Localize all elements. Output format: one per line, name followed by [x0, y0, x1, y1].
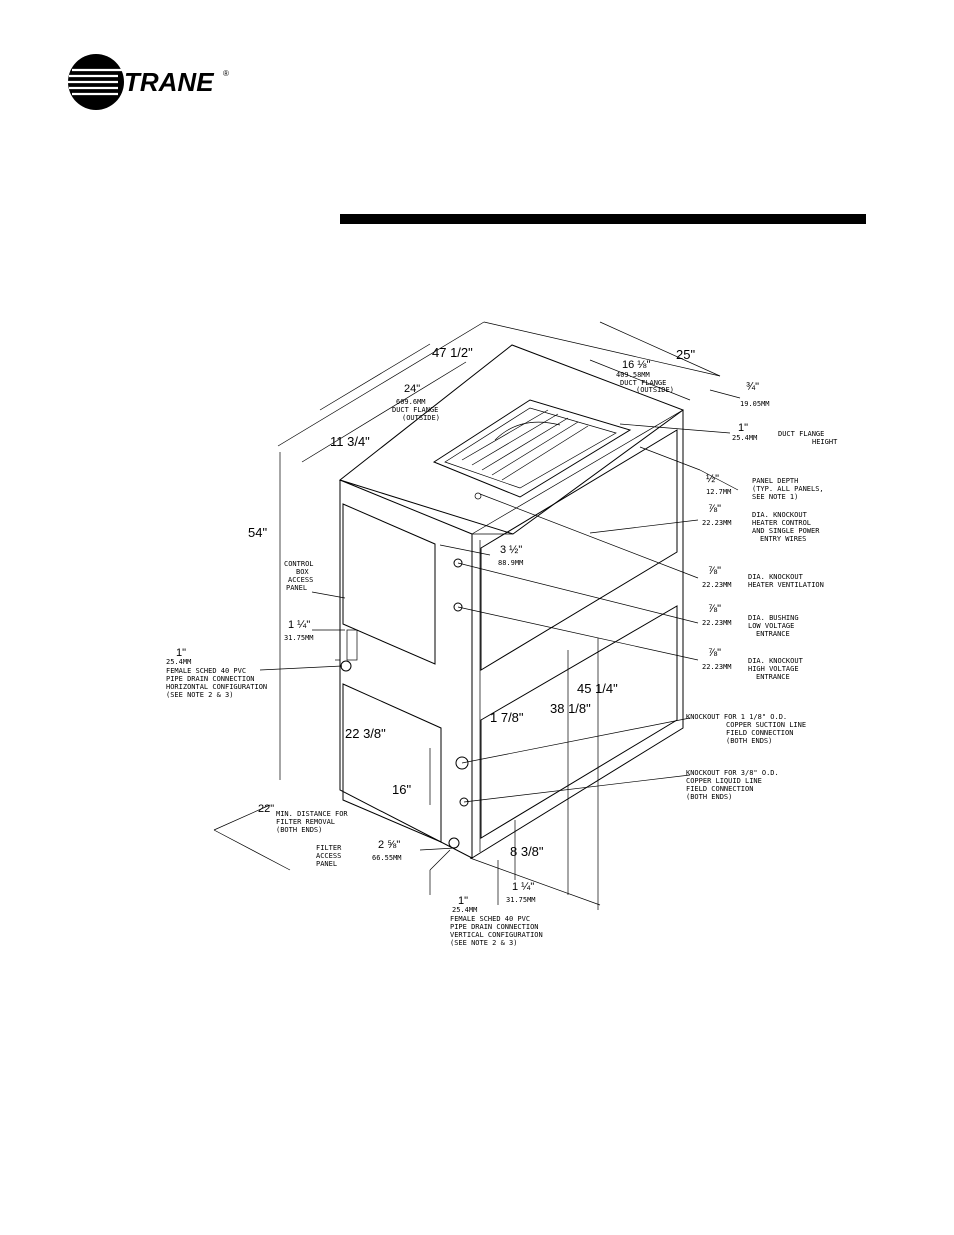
dim-47-1-2: 47 1/2": [432, 345, 473, 360]
front-panels: [342, 503, 442, 843]
dim-1-2: ½": [706, 473, 719, 485]
ko1-note4: ENTRY WIRES: [760, 535, 806, 543]
dim-16-note1: DUCT FLANGE: [620, 379, 666, 387]
dimension-lines: [213, 321, 741, 910]
filter-label1: FILTER: [316, 844, 342, 852]
ko3-mm: 22.23MM: [702, 619, 732, 627]
ko-suction4: (BOTH ENDS): [726, 737, 772, 745]
pvc-v-line2: FEMALE SCHED 40 PVC: [450, 915, 530, 923]
dim-24-note1: DUCT FLANGE: [392, 406, 438, 414]
ctrl-label1: CONTROL: [284, 560, 314, 568]
dim-1-2-note3: SEE NOTE 1): [752, 493, 798, 501]
ko4-mm: 22.23MM: [702, 663, 732, 671]
dim-1-flange-note1: DUCT FLANGE: [778, 430, 824, 438]
dim-1-flange-mm: 25.4MM: [732, 434, 757, 442]
dim-1-flange: 1": [738, 422, 748, 434]
filter-label2: ACCESS: [316, 852, 341, 860]
ko-liquid4: (BOTH ENDS): [686, 793, 732, 801]
ko3-note1: DIA. BUSHING: [748, 614, 799, 622]
trane-logo: TRANE ®: [66, 52, 236, 112]
dim-3-4-mm: 19.05MM: [740, 400, 770, 408]
ko4-note2: HIGH VOLTAGE: [748, 665, 799, 673]
filter-label3: PANEL: [316, 860, 337, 868]
ko2-frac: ⅞": [708, 565, 721, 577]
pvc-h-line5: (SEE NOTE 2 & 3): [166, 691, 233, 699]
dim-16-mm: 409.58MM: [616, 371, 650, 379]
dim-3-1-2-mm: 88.9MM: [498, 559, 523, 567]
dim-24-note2: (OUTSIDE): [402, 414, 440, 422]
ko4-note3: ENTRANCE: [756, 673, 790, 681]
ko3-note2: LOW VOLTAGE: [748, 622, 794, 630]
ko-liquid1: KNOCKOUT FOR 3/8" O.D.: [686, 769, 779, 777]
dim-1-7-8: 1 7/8": [490, 710, 524, 725]
ko1-mm: 22.23MM: [702, 519, 732, 527]
ctrl-label4: PANEL: [286, 584, 307, 592]
dim-1-1-4-b-mm: 31.75MM: [506, 896, 536, 904]
dim-2-5-8-mm: 66.55MM: [372, 854, 402, 862]
pvc-v-line4: VERTICAL CONFIGURATION: [450, 931, 543, 939]
dim-1-1-4-b: 1 ¼": [512, 881, 534, 893]
header-rule: [340, 214, 866, 224]
ko4-note1: DIA. KNOCKOUT: [748, 657, 804, 665]
ko-suction2: COPPER SUCTION LINE: [726, 721, 806, 729]
pvc-h-line2: FEMALE SCHED 40 PVC: [166, 667, 246, 675]
ko-suction3: FIELD CONNECTION: [726, 729, 793, 737]
pvc-v-line3: PIPE DRAIN CONNECTION: [450, 923, 539, 931]
dim-22-note1: MIN. DISTANCE FOR: [276, 810, 348, 818]
dim-38-1-8: 38 1/8": [550, 701, 591, 716]
dim-1-1-4-a: 1 ¼": [288, 619, 310, 631]
ko2-note2: HEATER VENTILATION: [748, 581, 824, 589]
dim-25: 25": [676, 347, 695, 362]
ko1-note1: DIA. KNOCKOUT: [752, 511, 808, 519]
pvc-h-line3: PIPE DRAIN CONNECTION: [166, 675, 255, 683]
ko-liquid2: COPPER LIQUID LINE: [686, 777, 762, 785]
dim-1-2-mm: 12.7MM: [706, 488, 731, 496]
dim-45-1-4: 45 1/4": [577, 681, 618, 696]
pvc-h-line4: HORIZONTAL CONFIGURATION: [166, 683, 267, 691]
dim-11-3-4: 11 3/4": [330, 434, 370, 449]
pvc-h-size: 1": [176, 647, 186, 659]
ko2-mm: 22.23MM: [702, 581, 732, 589]
pvc-h-mm: 25.4MM: [166, 658, 191, 666]
dim-16: 16": [392, 782, 411, 797]
ko1-frac: ⅞": [708, 503, 721, 515]
dim-24: 24": [404, 383, 420, 395]
ko1-note3: AND SINGLE POWER: [752, 527, 820, 535]
brand-name: TRANE: [124, 67, 214, 97]
dim-16-1-8: 16 ⅛": [622, 359, 650, 371]
pvc-v-line5: (SEE NOTE 2 & 3): [450, 939, 517, 947]
ko4-frac: ⅞": [708, 647, 721, 659]
dim-22-note3: (BOTH ENDS): [276, 826, 322, 834]
ko2-note1: DIA. KNOCKOUT: [748, 573, 804, 581]
registered-mark: ®: [223, 69, 229, 78]
ko-liquid3: FIELD CONNECTION: [686, 785, 753, 793]
ko3-frac: ⅞": [708, 603, 721, 615]
dim-16-note2: (OUTSIDE): [636, 386, 674, 394]
ctrl-label3: ACCESS: [288, 576, 313, 584]
dim-1-1-4-a-mm: 31.75MM: [284, 634, 314, 642]
dim-3-1-2: 3 ½": [500, 544, 522, 556]
dim-24-mm: 609.6MM: [396, 398, 426, 406]
duct-flange: [432, 399, 632, 498]
dim-1-flange-note2: HEIGHT: [812, 438, 838, 446]
dim-1-2-note2: (TYP. ALL PANELS,: [752, 485, 824, 493]
ko3-note3: ENTRANCE: [756, 630, 790, 638]
ko-suction1: KNOCKOUT FOR 1 1/8" O.D.: [686, 713, 787, 721]
dim-22-note2: FILTER REMOVAL: [276, 818, 335, 826]
ctrl-label2: BOX: [296, 568, 309, 576]
dim-22-3-8: 22 3/8": [345, 726, 386, 741]
dim-8-3-8: 8 3/8": [510, 844, 544, 859]
pvc-v-mm: 25.4MM: [452, 906, 477, 914]
cabinet-outline: [338, 344, 685, 859]
dim-1-2-note1: PANEL DEPTH: [752, 477, 798, 485]
ko1-note2: HEATER CONTROL: [752, 519, 811, 527]
dim-22: 22": [258, 803, 274, 815]
pvc-v-size: 1": [458, 895, 468, 907]
side-panels: [480, 429, 678, 839]
dim-54: 54": [248, 525, 267, 540]
dim-3-4: ¾": [746, 381, 759, 393]
dim-2-5-8: 2 ⅝": [378, 839, 400, 851]
